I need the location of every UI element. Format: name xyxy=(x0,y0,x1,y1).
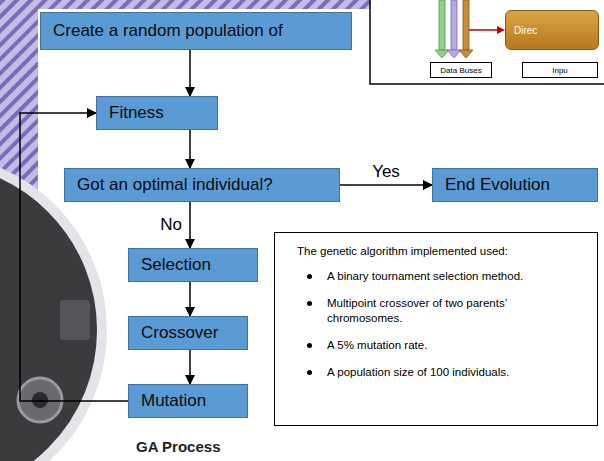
flow-arrow xyxy=(340,184,432,186)
bullet-item: A binary tournament selection method. xyxy=(297,269,583,284)
process-box: Mutation xyxy=(128,384,248,418)
edge-label: No xyxy=(158,215,184,235)
device-bolt xyxy=(32,392,48,408)
module-box: Direc xyxy=(505,10,599,50)
process-box: Fitness xyxy=(96,96,218,130)
bullet-item: Multipoint crossover of two parents’ chr… xyxy=(297,296,583,326)
bullet-dot xyxy=(307,370,312,375)
box-label: Selection xyxy=(141,255,211,275)
box-label: Fitness xyxy=(109,103,164,123)
device-disc xyxy=(0,158,102,461)
box-label: Data Buses xyxy=(440,66,481,75)
bullet-dot xyxy=(307,274,312,279)
flow-arrow xyxy=(189,50,191,96)
inset-frame xyxy=(370,0,604,84)
bullet-item: A 5% mutation rate. xyxy=(297,338,583,353)
process-box: Selection xyxy=(128,248,258,282)
flow-arrow xyxy=(189,202,191,248)
box-label: Direc xyxy=(514,25,537,36)
start-box: Create a random population of xyxy=(40,12,352,50)
box-label: Got an optimal individual? xyxy=(77,175,273,195)
bullet-dot xyxy=(307,343,312,348)
box-label: Inpu xyxy=(552,66,568,75)
bullet-item: A population size of 100 individuals. xyxy=(297,365,583,380)
box-label: End Evolution xyxy=(445,175,550,195)
end-box: End Evolution xyxy=(432,168,598,202)
flow-arrow xyxy=(189,350,191,384)
device-bracket xyxy=(60,300,90,340)
tag-box: Data Buses xyxy=(430,62,492,78)
device-hub xyxy=(18,378,62,422)
flow-arrow xyxy=(20,113,128,401)
bus-arrows xyxy=(435,0,505,58)
caption: GA Process xyxy=(136,438,221,455)
edge-label: Yes xyxy=(370,162,402,182)
box-label: Mutation xyxy=(141,391,206,411)
tag-box: Inpu xyxy=(522,62,598,78)
bullet-dot xyxy=(307,301,312,306)
note-heading: The genetic algorithm implemented used: xyxy=(297,245,583,257)
box-label: Crossover xyxy=(141,323,218,343)
flow-arrow xyxy=(189,282,191,316)
process-box: Crossover xyxy=(128,316,248,350)
box-label: Create a random population of xyxy=(53,21,283,41)
decision-box: Got an optimal individual? xyxy=(64,168,340,202)
flow-arrow xyxy=(189,130,191,168)
note-box: The genetic algorithm implemented used: A… xyxy=(274,232,598,426)
